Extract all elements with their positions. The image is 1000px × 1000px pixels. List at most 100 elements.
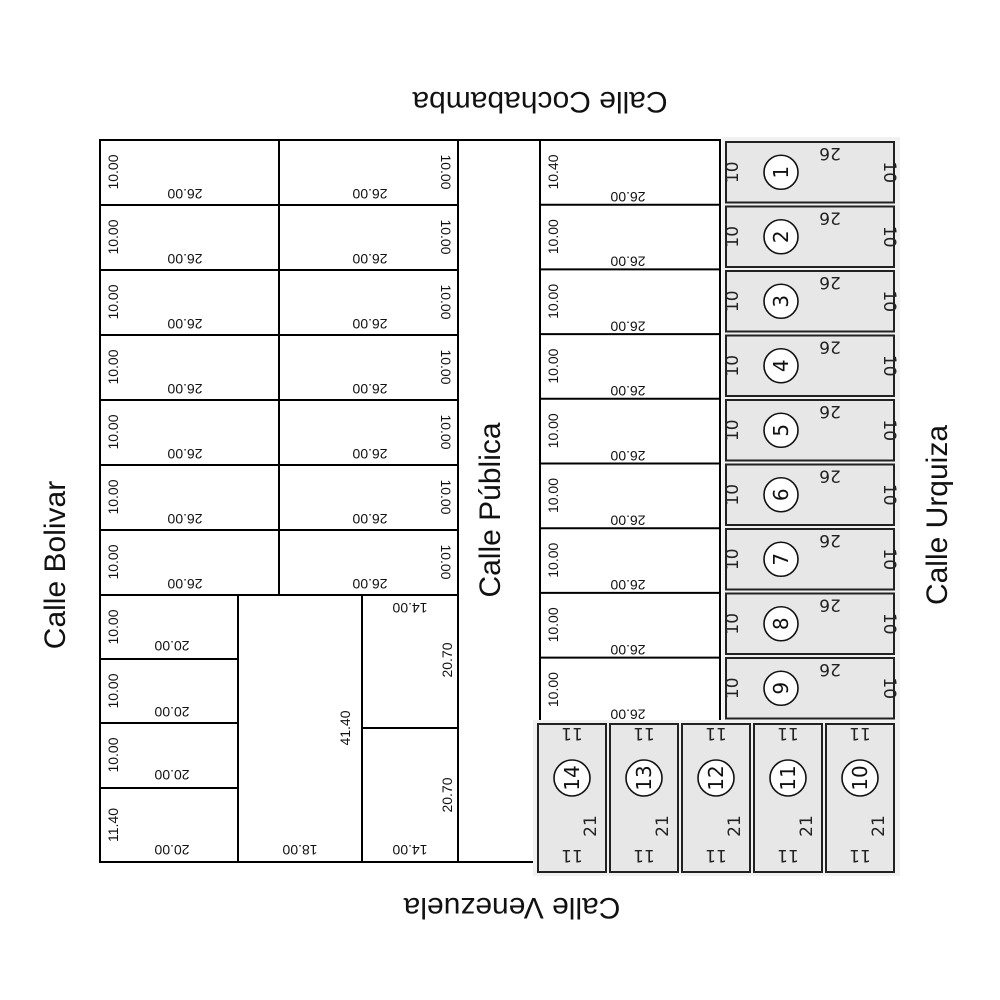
street-label-bottom: Calle Venezuela [403, 891, 620, 924]
lot-number-circle [625, 759, 663, 797]
svg-text:10: 10 [723, 613, 743, 635]
svg-text:10: 10 [723, 161, 743, 183]
lot-depth-label: 10.00 [105, 284, 121, 319]
lot-depth-label: 10.00 [545, 348, 561, 383]
svg-text:10: 10 [879, 484, 899, 506]
svg-text:11: 11 [777, 845, 799, 865]
lot-length-label: 26.00 [610, 448, 645, 464]
lot-number-circle [697, 759, 735, 797]
lot-lower-1-length: 20.00 [154, 638, 189, 654]
lot-number-circle [763, 476, 799, 513]
lot-depth-label: 10.00 [438, 284, 454, 319]
svg-text:26: 26 [819, 143, 841, 163]
lot-lower-4-depth: 11.40 [105, 808, 121, 842]
svg-text:26: 26 [819, 530, 841, 550]
lot-number: 14 [560, 765, 584, 790]
svg-text:11: 11 [849, 723, 871, 743]
lot-length-label: 26.00 [352, 251, 387, 267]
lot-depth-label: 10.00 [105, 154, 121, 189]
lot-number-circle [763, 605, 799, 642]
lot-lower-2-depth: 10.00 [105, 673, 121, 708]
lot-length-label: 26.00 [167, 316, 202, 332]
svg-text:26: 26 [819, 401, 841, 421]
lot-depth-label: 10.00 [545, 413, 561, 448]
svg-text:10: 10 [879, 161, 899, 183]
svg-text:10: 10 [879, 613, 899, 635]
svg-text:26: 26 [819, 337, 841, 357]
lot-length-label: 26.00 [610, 577, 645, 593]
svg-text:10: 10 [879, 677, 899, 699]
lot-length-label: 26.00 [167, 251, 202, 267]
svg-text:10: 10 [723, 484, 743, 506]
lot-depth-label: 10.00 [105, 479, 121, 514]
right-lot-2-side: 20.70 [439, 777, 455, 812]
svg-text:21: 21 [581, 815, 601, 837]
lot-depth-label: 10.00 [438, 414, 454, 449]
svg-text:21: 21 [797, 815, 817, 837]
svg-text:10: 10 [879, 548, 899, 570]
svg-text:26: 26 [819, 272, 841, 292]
lot-depth-label: 10.00 [438, 154, 454, 189]
svg-text:26: 26 [819, 466, 841, 486]
street-label-left: Calle Bolivar [39, 481, 72, 649]
svg-text:26: 26 [819, 208, 841, 228]
paper-lot-6: 10 6 26 10 [723, 463, 899, 526]
right-lot-2-width: 14.00 [392, 842, 427, 858]
svg-text:10: 10 [879, 419, 899, 441]
svg-text:10: 10 [723, 226, 743, 248]
lot-depth-label: 10.00 [438, 349, 454, 384]
lot-number-circle [763, 218, 799, 255]
lot-depth-label: 10.00 [545, 542, 561, 577]
lot-number: 9 [769, 682, 793, 695]
lot-length-label: 26.00 [610, 383, 645, 399]
lot-depth-label: 10.40 [545, 154, 561, 189]
lot-number: 2 [769, 230, 793, 243]
right-lot-grid: 10.40 26.00 10.00 26.00 10.00 26.00 10.00 26.00… [540, 154, 720, 724]
lot-number-circle [763, 154, 799, 191]
lot-depth-label: 10.00 [438, 219, 454, 254]
lot-length-label: 26.00 [352, 511, 387, 527]
lot-number-circle [763, 541, 799, 578]
lot-depth-label: 10.00 [545, 478, 561, 513]
lot-lower-4-length: 20.00 [154, 842, 189, 858]
lot-lower-3-length: 20.00 [154, 767, 189, 783]
svg-text:11: 11 [561, 723, 583, 743]
lot-length-label: 26.00 [610, 318, 645, 334]
lot-number-circle [553, 759, 591, 797]
lot-length-label: 26.00 [352, 446, 387, 462]
lot-lower-1-depth: 10.00 [105, 609, 121, 644]
lot-number-circle [769, 759, 807, 797]
svg-text:10: 10 [879, 355, 899, 377]
lot-depth-label: 10.00 [105, 349, 121, 384]
svg-text:10: 10 [723, 419, 743, 441]
lot-number: 6 [769, 488, 793, 501]
lot-number: 5 [769, 424, 793, 437]
paper-lot-5: 10 5 26 10 [723, 399, 899, 462]
right-lot-1-side: 20.70 [439, 642, 455, 677]
svg-text:10: 10 [879, 226, 899, 248]
lot-length-label: 26.00 [352, 576, 387, 592]
lot-depth-label: 10.00 [105, 544, 121, 579]
svg-text:10: 10 [723, 290, 743, 312]
lot-depth-label: 10.00 [105, 219, 121, 254]
lot-number-circle [763, 347, 799, 384]
right-lot-1-width: 14.00 [392, 600, 427, 616]
street-label-top: Calle Cochabamba [412, 85, 667, 118]
lot-length-label: 26.00 [167, 446, 202, 462]
lot-length-label: 26.00 [167, 186, 202, 202]
center-lot-base: 18.00 [282, 842, 317, 858]
svg-text:11: 11 [777, 723, 799, 743]
svg-text:21: 21 [869, 815, 889, 837]
paper-lot-2: 10 2 26 10 [723, 205, 899, 268]
lot-length-label: 26.00 [167, 381, 202, 397]
